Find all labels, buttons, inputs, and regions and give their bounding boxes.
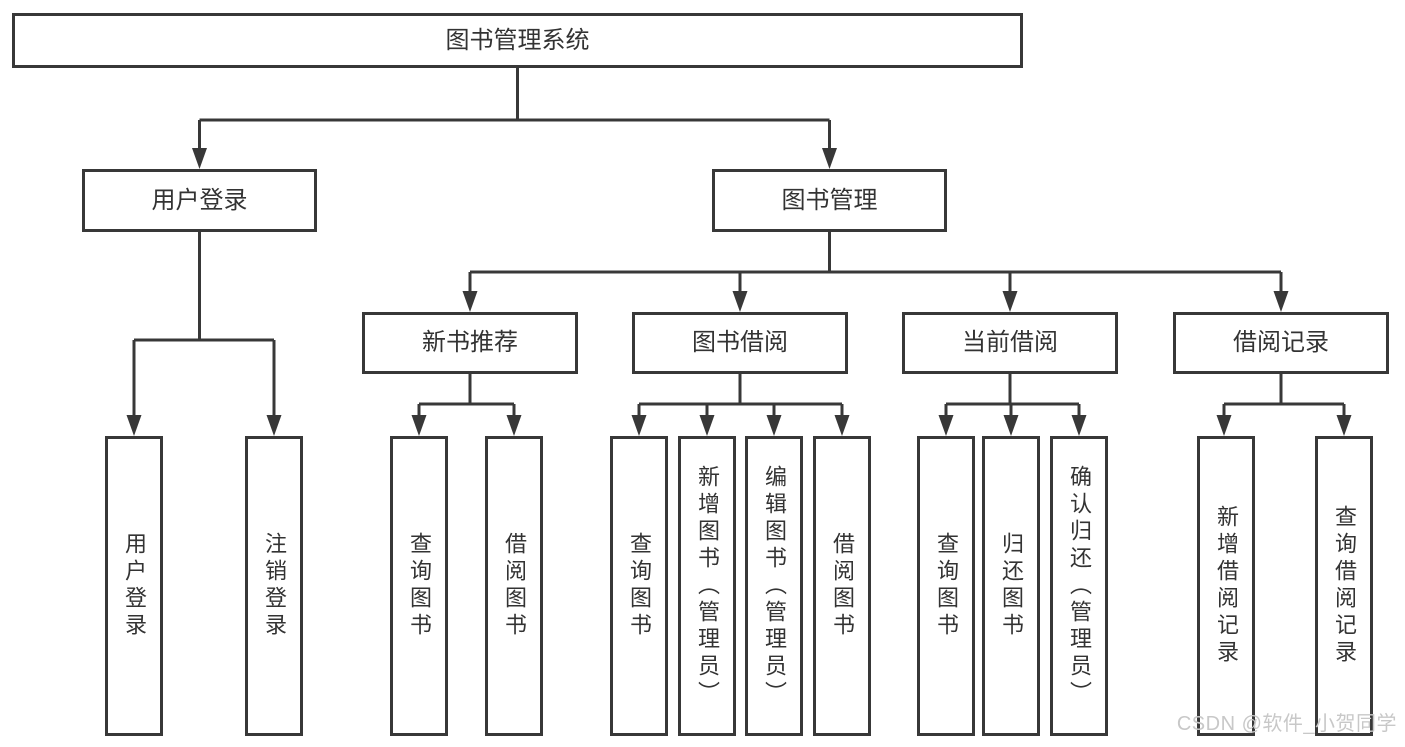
watermark: CSDN @软件_小贺同学 — [1176, 713, 1397, 735]
node-current-borrow: 当前借阅 — [902, 312, 1118, 374]
leaf-confirm-return-admin: 确认归还（管理员） — [1050, 436, 1108, 736]
leaf-return-books: 归还图书 — [982, 436, 1040, 736]
node-user-login: 用户登录 — [82, 169, 317, 232]
leaf-query-books-borrow: 查询图书 — [610, 436, 668, 736]
node-book-borrow: 图书借阅 — [632, 312, 848, 374]
node-root: 图书管理系统 — [12, 13, 1023, 68]
leaf-add-book-admin: 新增图书（管理员） — [678, 436, 736, 736]
node-new-book-recommend: 新书推荐 — [362, 312, 578, 374]
leaf-logout: 注销登录 — [245, 436, 303, 736]
leaf-user-login: 用户登录 — [105, 436, 163, 736]
leaf-query-books-recommend: 查询图书 — [390, 436, 448, 736]
leaf-edit-book-admin: 编辑图书（管理员） — [745, 436, 803, 736]
leaf-borrow-books-recommend: 借阅图书 — [485, 436, 543, 736]
node-book-management: 图书管理 — [712, 169, 947, 232]
leaf-query-books-current: 查询图书 — [917, 436, 975, 736]
node-borrow-records: 借阅记录 — [1173, 312, 1389, 374]
leaf-add-borrow-record: 新增借阅记录 — [1197, 436, 1255, 736]
leaf-query-borrow-record: 查询借阅记录 — [1315, 436, 1373, 736]
leaf-borrow-books: 借阅图书 — [813, 436, 871, 736]
